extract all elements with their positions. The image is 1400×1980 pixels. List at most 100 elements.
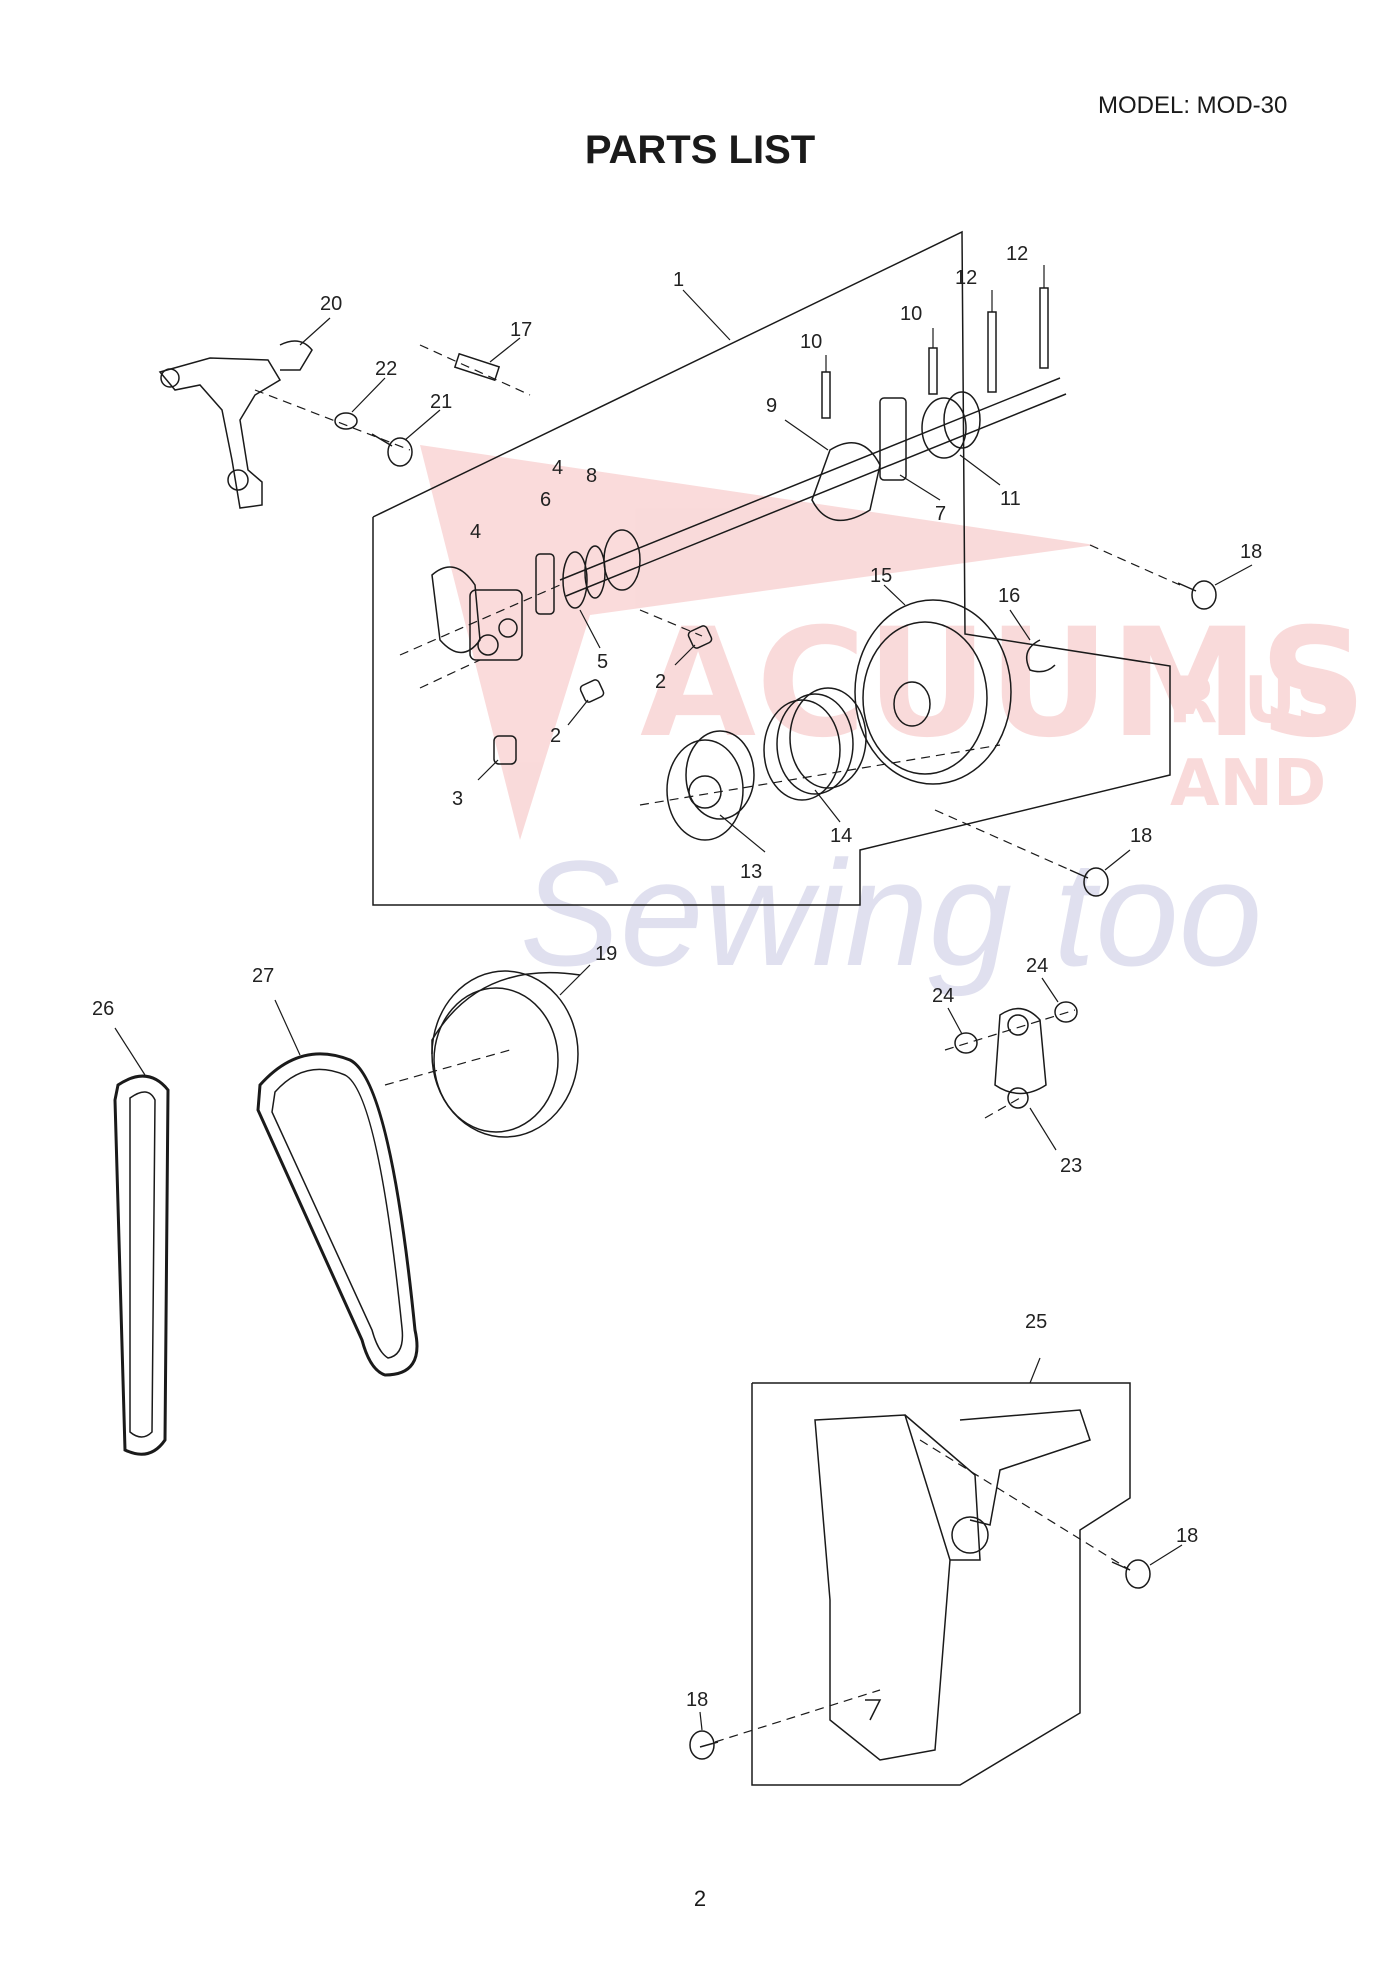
leader-22 (351, 377, 386, 413)
callout-17: 17 (510, 319, 532, 341)
leader-24b (1041, 977, 1059, 1003)
callout-10a: 10 (800, 331, 822, 353)
callout-18d: 18 (686, 1689, 708, 1711)
part-2-setscrew-b (579, 679, 605, 703)
part-14-spring (763, 687, 867, 801)
callout-7: 7 (935, 503, 946, 525)
part-24-washer-a (954, 1032, 978, 1054)
callout-26: 26 (92, 998, 114, 1020)
leader-2a (674, 644, 696, 666)
callout-2b: 2 (550, 725, 561, 747)
leader-26 (114, 1027, 146, 1076)
centerline-screw-18d (714, 1689, 881, 1743)
callout-21: 21 (430, 391, 452, 413)
callout-3: 3 (452, 788, 463, 810)
callout-24b: 24 (1026, 955, 1048, 977)
callout-15: 15 (870, 565, 892, 587)
page-number: 2 (693, 1886, 707, 1911)
leader-19 (559, 964, 591, 996)
centerline-link-lower (984, 1097, 1021, 1119)
leader-23 (1029, 1107, 1057, 1151)
centerline-roller (384, 1049, 511, 1086)
part-2-setscrew-a (687, 625, 713, 649)
assembly-frame-25 (751, 1382, 1131, 1786)
centerline-hub-lower (419, 659, 481, 689)
callout-20: 20 (320, 293, 342, 315)
centerline-screw-18c (919, 1439, 1131, 1571)
part-20-bracket (158, 340, 313, 509)
leader-21 (404, 409, 441, 441)
callout-4a: 4 (470, 521, 481, 543)
leader-13 (719, 814, 766, 853)
part-17-pin (453, 352, 501, 382)
leader-1 (682, 289, 731, 341)
callout-1: 1 (673, 269, 684, 291)
leader-18d (699, 1711, 703, 1731)
leader-25 (1029, 1357, 1041, 1384)
callout-10b: 10 (900, 303, 922, 325)
leader-24a (947, 1007, 963, 1035)
callout-14: 14 (830, 825, 852, 847)
callout-6: 6 (540, 489, 551, 511)
callout-18b: 18 (1130, 825, 1152, 847)
part-18-screw-a (1177, 580, 1217, 610)
callout-18a: 18 (1240, 541, 1262, 563)
callout-19: 19 (595, 943, 617, 965)
part-11-gear (921, 391, 981, 459)
leader-7 (899, 474, 941, 501)
part-12-pin-a (987, 311, 997, 393)
callout-27: 27 (252, 965, 274, 987)
part-16-e-ring (1025, 639, 1056, 673)
leader-18a (1214, 564, 1253, 586)
callout-11: 11 (1000, 488, 1021, 510)
part-26-belt (113, 1074, 170, 1456)
centerline-pulley (639, 744, 1001, 806)
leader-15 (883, 584, 906, 606)
watermark-v-shape (420, 445, 1095, 840)
leader-16 (1009, 609, 1031, 641)
watermark-text-rus: R-US (1168, 664, 1342, 738)
centerline-setscrew (639, 609, 703, 637)
part-10-pin-b (928, 347, 938, 395)
leader-20 (299, 317, 331, 346)
leader-2b (567, 699, 589, 726)
part-27-timing-belt (256, 1052, 419, 1377)
main-shaft (559, 377, 1067, 597)
leader-5 (579, 609, 601, 649)
leader-14 (814, 789, 841, 823)
centerline-pin (419, 344, 531, 396)
page-title: PARTS LIST (584, 128, 816, 172)
leader-3 (477, 759, 499, 781)
callout-12a: 12 (955, 267, 977, 289)
watermark: ACUUMS R-US AND Sewing too (420, 445, 1367, 997)
leader-17 (489, 337, 521, 363)
centerline-screw-18a (1089, 544, 1181, 586)
callout-13: 13 (740, 861, 762, 883)
watermark-text-vacuums: ACUUMS (640, 597, 1367, 771)
leader-11 (959, 454, 1001, 486)
hub-assembly (431, 529, 641, 661)
leader-9 (784, 419, 829, 451)
callout-18c: 18 (1176, 1525, 1198, 1547)
part-13-knob (666, 730, 755, 841)
part-24-washer-b (1054, 1001, 1078, 1023)
callout-8: 8 (586, 465, 597, 487)
callout-4b: 4 (552, 457, 563, 479)
part-10-pin-a (821, 371, 831, 419)
part-18-screw-b (1069, 867, 1109, 897)
callout-16: 16 (998, 585, 1020, 607)
centerline-link (944, 1009, 1076, 1051)
model-label: MODEL: MOD-30 (1098, 92, 1288, 119)
centerline-screw-18b (934, 809, 1071, 871)
callout-12b: 12 (1006, 243, 1028, 265)
leader-18c (1149, 1544, 1183, 1566)
part-23-link (994, 1007, 1047, 1109)
callout-23: 23 (1060, 1155, 1082, 1177)
part-15-pulley (854, 599, 1012, 785)
part-22-washer (334, 412, 358, 430)
callout-2a: 2 (655, 671, 666, 693)
callout-25: 25 (1025, 1311, 1047, 1333)
centerline-bracket (254, 389, 411, 451)
leader-27 (274, 999, 301, 1056)
